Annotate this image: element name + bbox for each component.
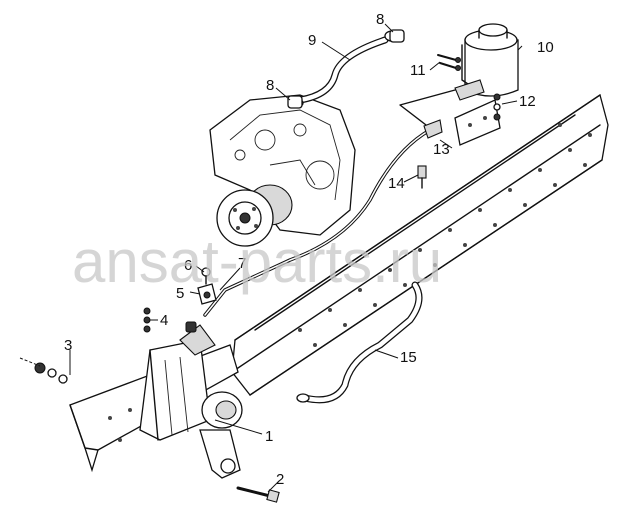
clamps-8 — [287, 29, 405, 109]
reservoir-bracket — [454, 99, 501, 146]
bolt-14 — [417, 165, 427, 189]
callout-12: 12 — [519, 93, 536, 110]
callout-9: 9 — [308, 32, 316, 49]
power-steering-pump — [216, 184, 293, 247]
engine-block — [209, 94, 356, 236]
callout-15: 15 — [400, 349, 417, 366]
callout-7: 7 — [238, 255, 246, 272]
callout-8-top: 8 — [376, 11, 384, 28]
callout-5: 5 — [176, 285, 184, 302]
callout-6: 6 — [184, 257, 192, 274]
leader-lines — [69, 23, 523, 493]
callout-14: 14 — [388, 175, 405, 192]
callout-3: 3 — [64, 337, 72, 354]
return-hose — [296, 281, 423, 404]
bolt-2 — [236, 486, 280, 503]
callout-4: 4 — [160, 312, 168, 329]
callout-13: 13 — [433, 141, 450, 158]
clamp-5 — [197, 283, 217, 305]
steering-gear — [139, 321, 243, 479]
callout-2: 2 — [276, 471, 284, 488]
callout-11: 11 — [410, 62, 426, 79]
watermark-text: ansat-parts.ru — [72, 228, 442, 295]
rail-holes — [298, 123, 592, 347]
bolt-6 — [201, 267, 211, 285]
nuts-washers-3 — [19, 357, 68, 384]
callout-1: 1 — [265, 428, 273, 445]
callout-8-left: 8 — [266, 77, 274, 94]
oil-reservoir — [454, 23, 519, 101]
nuts-washers-4 — [143, 307, 151, 333]
screws-11 — [437, 54, 461, 71]
nuts-12 — [493, 93, 501, 121]
pressure-line — [203, 89, 456, 317]
callout-10: 10 — [537, 39, 554, 56]
callout-labels: 1 2 3 4 5 6 7 8 8 9 10 11 12 13 14 15 — [64, 11, 554, 488]
